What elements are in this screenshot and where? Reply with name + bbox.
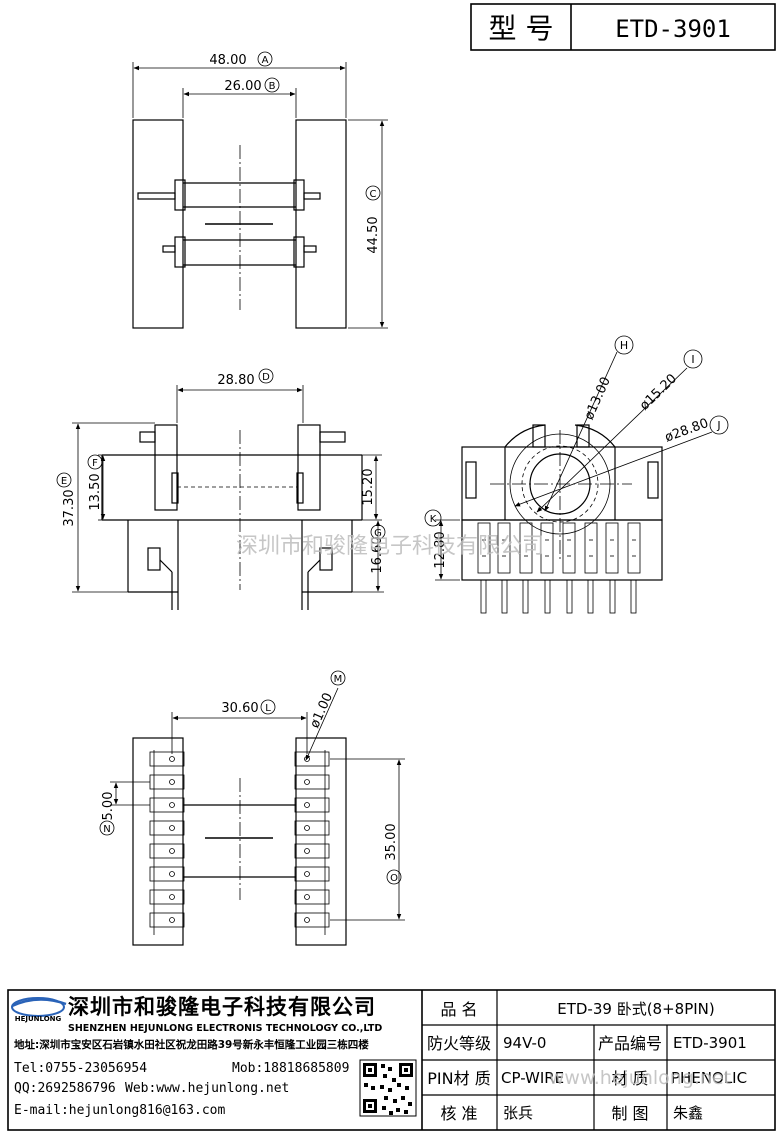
company-mob: Mob:18818685809: [232, 1061, 349, 1076]
dim-n-value: 5.00: [101, 792, 116, 821]
company-qq: QQ:2692586796: [14, 1081, 116, 1096]
fire-rating-label: 防火等级: [427, 1034, 491, 1053]
product-name-value: ETD-39 卧式(8+8PIN): [557, 1000, 715, 1018]
product-code-label: 产品编号: [598, 1034, 662, 1053]
dim-k-value: 12.80: [433, 531, 448, 568]
dim-mid-value: 15.20: [361, 468, 376, 505]
product-name-label: 品 名: [440, 1000, 477, 1019]
watermark-bottom: www.hejunlong.net: [549, 1067, 731, 1089]
dim-i-value: ø15.20: [637, 371, 680, 413]
dim-f-tag: F: [92, 458, 98, 469]
front-view: 28.80 D 37.30 E 13.50 F 15.20 16.60: [56, 368, 386, 610]
title-block: HEJUNLONG 深圳市和骏隆电子科技有限公司 SHENZHEN HEJUNL…: [7, 989, 776, 1131]
dim-j-tag: J: [716, 419, 720, 432]
fire-rating-value: 94V-0: [503, 1034, 546, 1052]
dim-d-tag: D: [262, 372, 270, 383]
qr-code: [359, 1059, 417, 1117]
dim-o-value: 35.00: [384, 823, 399, 860]
model-header: 型 号 ETD-3901: [470, 3, 776, 51]
side-view: ø13.00 ø15.20 ø28.80 H I J 12.80 K: [424, 335, 729, 614]
company-logo: HEJUNLONG: [11, 997, 67, 1023]
company-address: 地址:深圳市宝安区石岩镇水田社区祝龙田路39号新永丰恒隆工业园三栋四楼: [14, 1038, 369, 1051]
company-name-en: SHENZHEN HEJUNLONG ELECTRONIS TECHNOLOGY…: [68, 1023, 382, 1034]
dim-n-tag: N: [103, 824, 110, 835]
company-web: Web:www.hejunlong.net: [125, 1081, 289, 1096]
model-label: 型 号: [489, 12, 554, 45]
company-tel: Tel:0755-23056954: [14, 1061, 147, 1076]
watermark-center: 深圳市和骏隆电子科技有限公司: [236, 534, 544, 559]
dim-g-tag: G: [374, 528, 382, 539]
drawn-by-label: 制 图: [611, 1104, 648, 1123]
dim-m-value: ø1.00: [307, 691, 336, 731]
dim-i-tag: I: [691, 353, 694, 366]
approved-by-value: 张兵: [503, 1104, 533, 1122]
product-code-value: ETD-3901: [673, 1034, 747, 1052]
pin-material-value: CP-WIRE: [501, 1069, 564, 1087]
company-email: E-mail:hejunlong816@163.com: [14, 1103, 225, 1118]
dim-g-value: 16.60: [370, 536, 385, 573]
dim-m-tag: M: [334, 674, 343, 685]
dim-c-value: 44.50: [366, 216, 381, 253]
dim-k-tag: K: [430, 514, 437, 525]
top-view: 48.00 A 26.00 B 44.50 C: [132, 51, 388, 329]
dim-o-tag: O: [390, 873, 398, 884]
drawn-by-value: 朱鑫: [673, 1104, 703, 1122]
company-name-cn: 深圳市和骏隆电子科技有限公司: [68, 995, 376, 1019]
pin-material-label: PIN材 质: [427, 1069, 490, 1088]
dim-l-value: 30.60: [221, 701, 258, 716]
dim-a-tag: A: [262, 55, 269, 66]
material-value: PHENOLIC: [671, 1069, 747, 1087]
dim-e-tag: E: [61, 476, 67, 487]
bottom-view: 30.60 L ø1.00 M 5.00 N 35.00 O: [99, 670, 405, 946]
dim-b-value: 26.00: [224, 79, 261, 94]
dim-c-tag: C: [370, 189, 377, 200]
dim-b-tag: B: [269, 81, 276, 92]
approved-by-label: 核 准: [440, 1104, 477, 1123]
material-label: 材 质: [611, 1069, 648, 1088]
dim-e-value: 37.30: [62, 489, 77, 526]
dim-d-value: 28.80: [217, 373, 254, 388]
dim-f-value: 13.50: [88, 473, 103, 510]
model-value: ETD-3901: [615, 15, 731, 43]
dim-l-tag: L: [265, 703, 271, 714]
dim-a-value: 48.00: [209, 53, 246, 68]
logo-text: HEJUNLONG: [15, 1015, 62, 1023]
dim-h-tag: H: [620, 339, 628, 352]
dim-h-value: ø13.00: [582, 375, 614, 422]
